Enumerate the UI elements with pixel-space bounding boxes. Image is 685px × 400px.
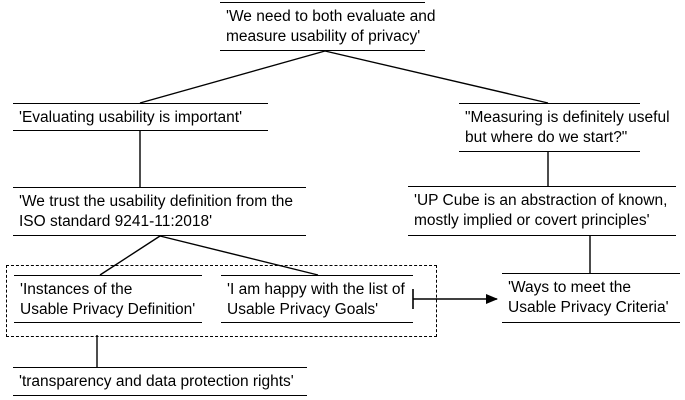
node-goals: 'I am happy with the list of Usable Priv… — [221, 275, 413, 323]
node-measuring-line-1: "Measuring is definitely useful — [465, 109, 670, 126]
node-root-line-2: measure usability of privacy' — [226, 28, 421, 45]
node-evaluating: 'Evaluating usability is important' — [13, 103, 268, 131]
dashed-group-box — [6, 265, 437, 337]
node-trust-iso: 'We trust the usability definition from … — [13, 187, 306, 236]
node-instances-line-1: 'Instances of the — [20, 281, 133, 298]
node-measuring-line-2: but where do we start?" — [465, 129, 628, 146]
node-ways-line-2: Usable Privacy Criteria' — [508, 299, 669, 316]
node-measuring: "Measuring is definitely useful but wher… — [459, 103, 670, 152]
node-up-cube-line-2: mostly implied or covert principles' — [414, 212, 650, 229]
node-up-cube-line-1: 'UP Cube is an abstraction of known, — [414, 192, 668, 209]
node-transparency-line-1: 'transparency and data protection rights… — [19, 373, 294, 390]
node-ways: 'Ways to meet the Usable Privacy Criteri… — [502, 273, 680, 323]
edge-trust-goals — [159, 235, 319, 276]
node-goals-line-1: 'I am happy with the list of — [227, 281, 405, 298]
node-instances-line-2: Usable Privacy Definition' — [20, 301, 196, 318]
node-ways-line-1: 'Ways to meet the — [508, 279, 631, 296]
node-trust-iso-line-1: 'We trust the usability definition from … — [19, 193, 294, 210]
node-up-cube: 'UP Cube is an abstraction of known, mos… — [408, 186, 676, 236]
node-transparency: 'transparency and data protection rights… — [13, 367, 307, 396]
edge-root-measuring — [324, 50, 549, 104]
node-evaluating-line-1: 'Evaluating usability is important' — [19, 109, 243, 126]
node-root-line-1: 'We need to both evaluate and — [226, 8, 436, 25]
edge-trust-instances — [99, 235, 161, 276]
node-goals-line-2: Usable Privacy Goals' — [227, 301, 379, 318]
node-instances: 'Instances of the Usable Privacy Definit… — [14, 275, 202, 323]
edge-root-evaluating — [139, 50, 326, 104]
node-trust-iso-line-2: ISO standard 9241-11:2018' — [19, 213, 213, 230]
node-root: 'We need to both evaluate and measure us… — [220, 2, 436, 51]
